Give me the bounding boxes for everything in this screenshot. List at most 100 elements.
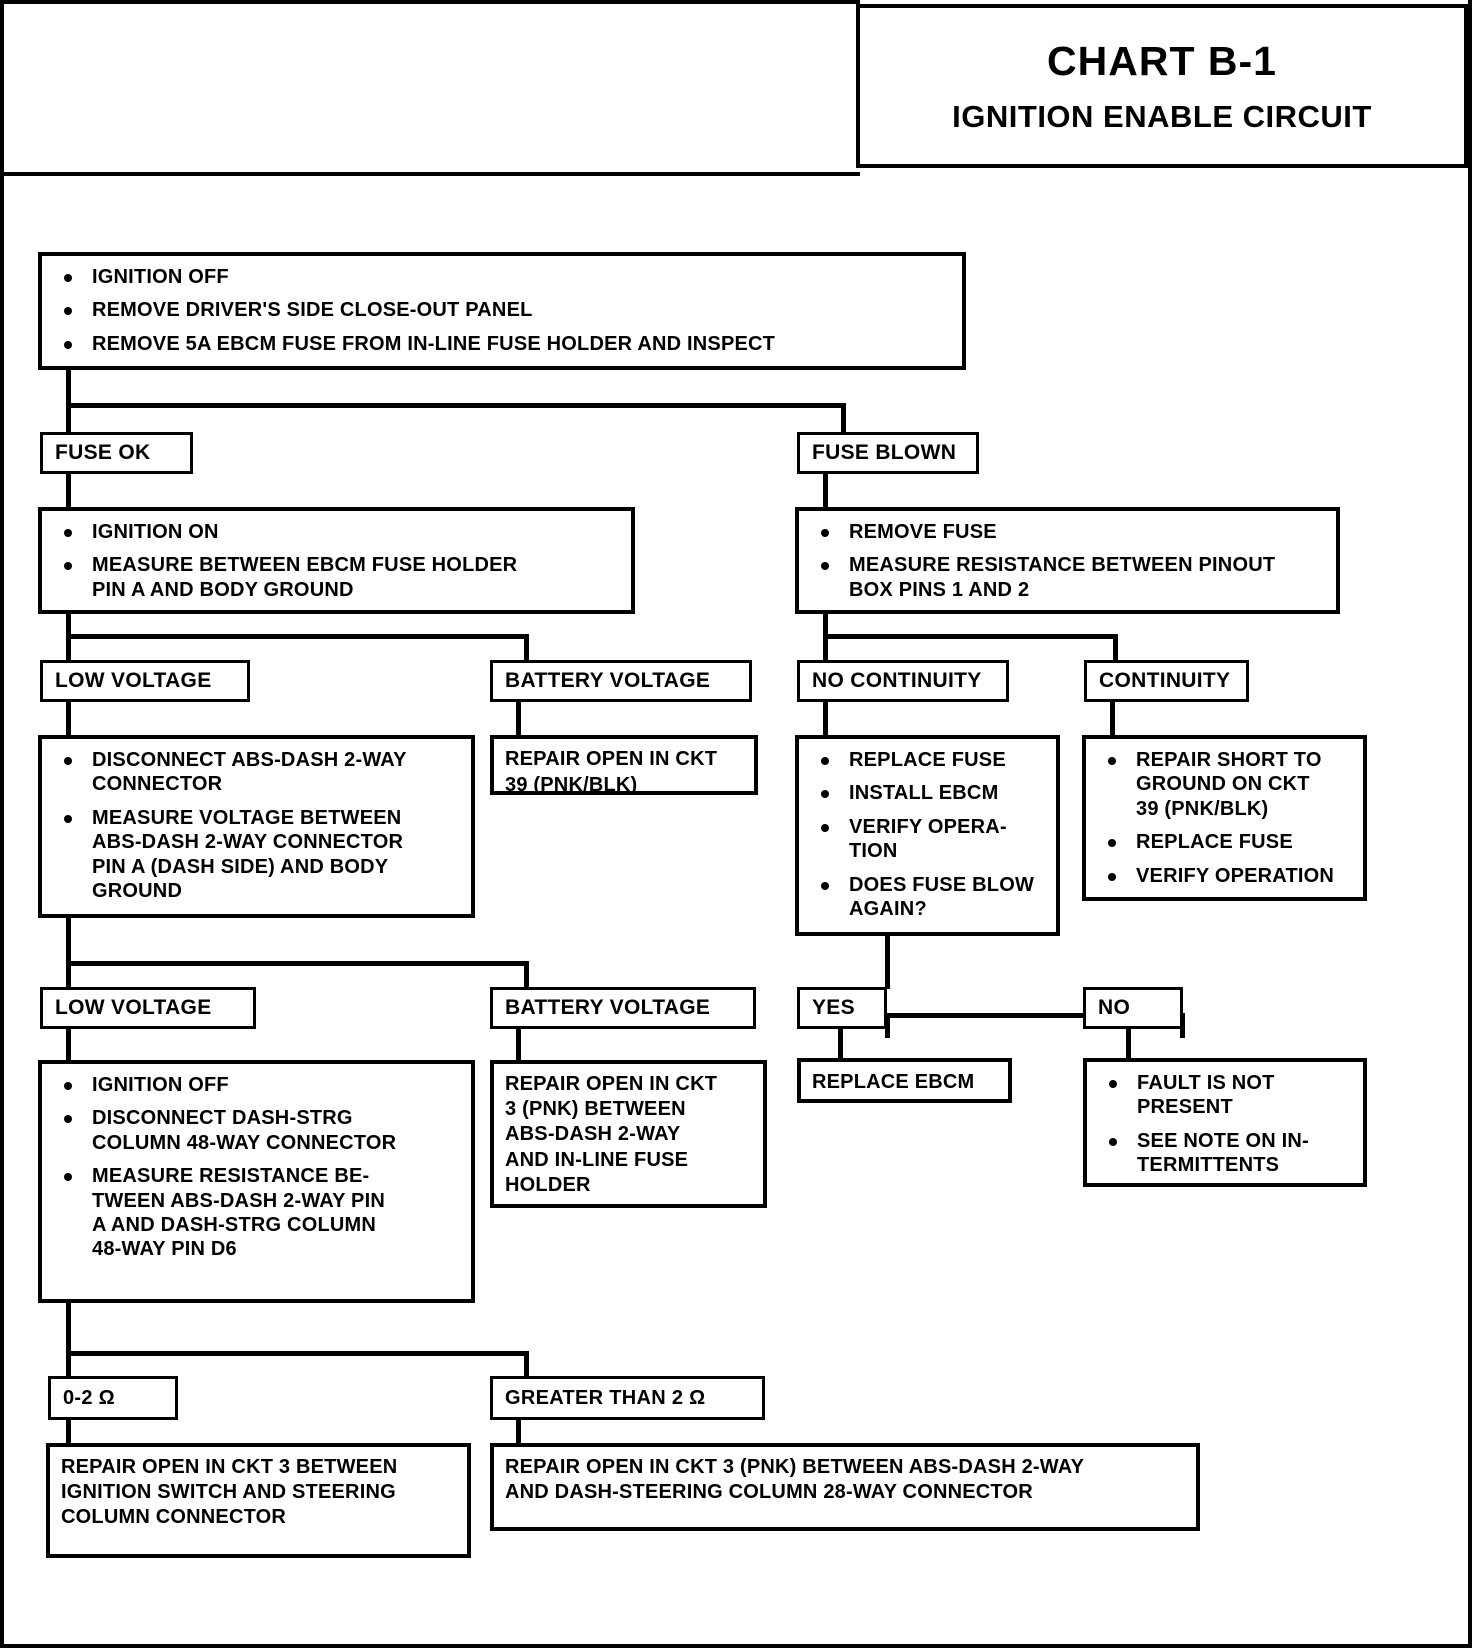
- node-label: 0-2 Ω: [63, 1386, 115, 1409]
- node-text: REPAIR OPEN IN CKT 3 (PNK) BETWEEN ABS-D…: [505, 1073, 718, 1196]
- node-no[interactable]: NO: [1083, 987, 1183, 1029]
- list-item: SEE NOTE ON IN- TERMITTENTS: [1097, 1129, 1355, 1178]
- node-label: BATTERY VOLTAGE: [505, 996, 711, 1019]
- connector-to-fuse-blown: [841, 403, 846, 435]
- list-item: IGNITION ON: [52, 520, 623, 544]
- connector-bv2-down: [516, 1029, 521, 1062]
- connector-split-bus-3: [823, 634, 1118, 639]
- connector-ohmlow-down: [66, 1420, 71, 1447]
- node-repair-ignition-switch[interactable]: REPAIR OPEN IN CKT 3 BETWEEN IGNITION SW…: [46, 1443, 471, 1558]
- node-text: REPAIR OPEN IN CKT 39 (PNK/BLK): [505, 748, 718, 796]
- chart-id: CHART B-1: [1047, 37, 1277, 84]
- node-disconnect-abs-dash[interactable]: DISCONNECT ABS-DASH 2-WAY CONNECTOR MEAS…: [38, 735, 475, 918]
- page-border-bottom: [0, 1644, 1472, 1648]
- node-label: NO: [1098, 996, 1131, 1019]
- connector-start-down: [66, 370, 71, 407]
- connector-to-yes: [885, 1013, 890, 1038]
- list-item: VERIFY OPERA- TION: [809, 815, 1048, 864]
- connector-to-fuse-ok: [66, 403, 71, 435]
- node-ohm-0-2[interactable]: 0-2 Ω: [48, 1376, 178, 1420]
- page-border-top: [0, 0, 860, 4]
- remove-fuse-bullet-list: REMOVE FUSE MEASURE RESISTANCE BETWEEN P…: [799, 511, 1336, 610]
- page-border-left: [0, 0, 4, 1648]
- connector-split-bus-2: [66, 634, 529, 639]
- connector-split-bus-6: [66, 1351, 529, 1356]
- ignition-on-bullet-list: IGNITION ON MEASURE BETWEEN EBCM FUSE HO…: [42, 511, 631, 610]
- node-replace-fuse-install-ebcm[interactable]: REPLACE FUSE INSTALL EBCM VERIFY OPERA- …: [795, 735, 1060, 936]
- node-remove-fuse[interactable]: REMOVE FUSE MEASURE RESISTANCE BETWEEN P…: [795, 507, 1340, 614]
- list-item: VERIFY OPERATION: [1096, 864, 1355, 888]
- node-low-voltage-2[interactable]: LOW VOLTAGE: [40, 987, 256, 1029]
- fault-not-present-bullet-list: FAULT IS NOT PRESENT SEE NOTE ON IN- TER…: [1087, 1062, 1363, 1186]
- list-item: REMOVE FUSE: [809, 520, 1328, 544]
- node-text: REPAIR OPEN IN CKT 3 (PNK) BETWEEN ABS-D…: [505, 1456, 1085, 1504]
- connector-to-battery-voltage-2: [524, 961, 529, 989]
- node-yes[interactable]: YES: [797, 987, 887, 1029]
- list-item: MEASURE RESISTANCE BE- TWEEN ABS-DASH 2-…: [52, 1164, 463, 1262]
- node-repair-dash-steering[interactable]: REPAIR OPEN IN CKT 3 (PNK) BETWEEN ABS-D…: [490, 1443, 1200, 1531]
- replace-fuse-bullet-list: REPLACE FUSE INSTALL EBCM VERIFY OPERA- …: [799, 739, 1056, 929]
- node-repair-open-ckt39[interactable]: REPAIR OPEN IN CKT 39 (PNK/BLK): [490, 735, 758, 796]
- connector-to-ohm-high: [524, 1351, 529, 1378]
- connector-disc-down: [66, 918, 71, 966]
- connector-split-bus-5: [885, 1013, 1185, 1018]
- disconnect-abs-bullet-list: DISCONNECT ABS-DASH 2-WAY CONNECTOR MEAS…: [42, 739, 471, 911]
- connector-ignoff-down: [66, 1303, 71, 1356]
- node-label: CONTINUITY: [1099, 669, 1231, 692]
- chart-name: IGNITION ENABLE CIRCUIT: [952, 98, 1372, 134]
- list-item: MEASURE VOLTAGE BETWEEN ABS-DASH 2-WAY C…: [52, 806, 463, 904]
- list-item: REMOVE 5A EBCM FUSE FROM IN-LINE FUSE HO…: [52, 332, 954, 356]
- node-label: YES: [812, 996, 855, 1019]
- node-fuse-blown[interactable]: FUSE BLOWN: [797, 432, 979, 474]
- connector-fuseblown-down: [823, 474, 828, 509]
- list-item: FAULT IS NOT PRESENT: [1097, 1071, 1355, 1120]
- node-text: REPLACE EBCM: [812, 1071, 975, 1093]
- connector-bv1-down: [516, 702, 521, 737]
- node-label: LOW VOLTAGE: [55, 996, 212, 1019]
- ignition-off-bullet-list: IGNITION OFF DISCONNECT DASH-STRG COLUMN…: [42, 1064, 471, 1270]
- connector-ignon-down: [66, 614, 71, 638]
- connector-to-continuity: [1113, 634, 1118, 662]
- node-fuse-ok[interactable]: FUSE OK: [40, 432, 193, 474]
- connector-ohmhigh-down: [516, 1420, 521, 1447]
- connector-to-no-continuity: [823, 634, 828, 662]
- node-label: LOW VOLTAGE: [55, 669, 212, 692]
- node-fault-not-present[interactable]: FAULT IS NOT PRESENT SEE NOTE ON IN- TER…: [1083, 1058, 1367, 1187]
- connector-removefuse-down: [823, 614, 828, 638]
- node-low-voltage-1[interactable]: LOW VOLTAGE: [40, 660, 250, 702]
- node-ohm-greater-than-2[interactable]: GREATER THAN 2 Ω: [490, 1376, 765, 1420]
- node-battery-voltage-2[interactable]: BATTERY VOLTAGE: [490, 987, 756, 1029]
- node-replace-ebcm[interactable]: REPLACE EBCM: [797, 1058, 1012, 1103]
- list-item: DISCONNECT DASH-STRG COLUMN 48-WAY CONNE…: [52, 1106, 463, 1155]
- list-item: INSTALL EBCM: [809, 781, 1048, 805]
- node-ignition-on[interactable]: IGNITION ON MEASURE BETWEEN EBCM FUSE HO…: [38, 507, 635, 614]
- node-repair-short-to-ground[interactable]: REPAIR SHORT TO GROUND ON CKT 39 (PNK/BL…: [1082, 735, 1367, 901]
- list-item: MEASURE BETWEEN EBCM FUSE HOLDER PIN A A…: [52, 553, 623, 602]
- list-item: DOES FUSE BLOW AGAIN?: [809, 873, 1048, 922]
- node-battery-voltage-1[interactable]: BATTERY VOLTAGE: [490, 660, 752, 702]
- connector-cont-down: [1110, 702, 1115, 737]
- connector-to-low-voltage-1: [66, 634, 71, 662]
- node-continuity[interactable]: CONTINUITY: [1084, 660, 1249, 702]
- list-item: IGNITION OFF: [52, 265, 954, 289]
- connector-lv1-down: [66, 702, 71, 737]
- node-no-continuity[interactable]: NO CONTINUITY: [797, 660, 1009, 702]
- connector-split-bus-1: [66, 403, 846, 408]
- connector-split-bus-4: [66, 961, 529, 966]
- connector-lv2-down: [66, 1029, 71, 1062]
- header-divider: [0, 172, 860, 176]
- node-repair-ckt3-inline[interactable]: REPAIR OPEN IN CKT 3 (PNK) BETWEEN ABS-D…: [490, 1060, 767, 1208]
- connector-fuseok-down: [66, 474, 71, 509]
- node-ignition-off-dash-strg[interactable]: IGNITION OFF DISCONNECT DASH-STRG COLUMN…: [38, 1060, 475, 1303]
- node-label: FUSE BLOWN: [812, 441, 957, 464]
- connector-doesblow-down: [885, 936, 890, 989]
- connector-yes-down: [838, 1029, 843, 1059]
- node-start[interactable]: IGNITION OFF REMOVE DRIVER'S SIDE CLOSE-…: [38, 252, 966, 370]
- connector-no-down: [1126, 1029, 1131, 1061]
- start-bullet-list: IGNITION OFF REMOVE DRIVER'S SIDE CLOSE-…: [42, 256, 962, 364]
- chart-title-block: CHART B-1 IGNITION ENABLE CIRCUIT: [856, 4, 1468, 168]
- page-border-right: [1468, 0, 1472, 1648]
- connector-to-ohm-low: [66, 1351, 71, 1378]
- list-item: IGNITION OFF: [52, 1073, 463, 1097]
- repair-short-bullet-list: REPAIR SHORT TO GROUND ON CKT 39 (PNK/BL…: [1086, 739, 1363, 896]
